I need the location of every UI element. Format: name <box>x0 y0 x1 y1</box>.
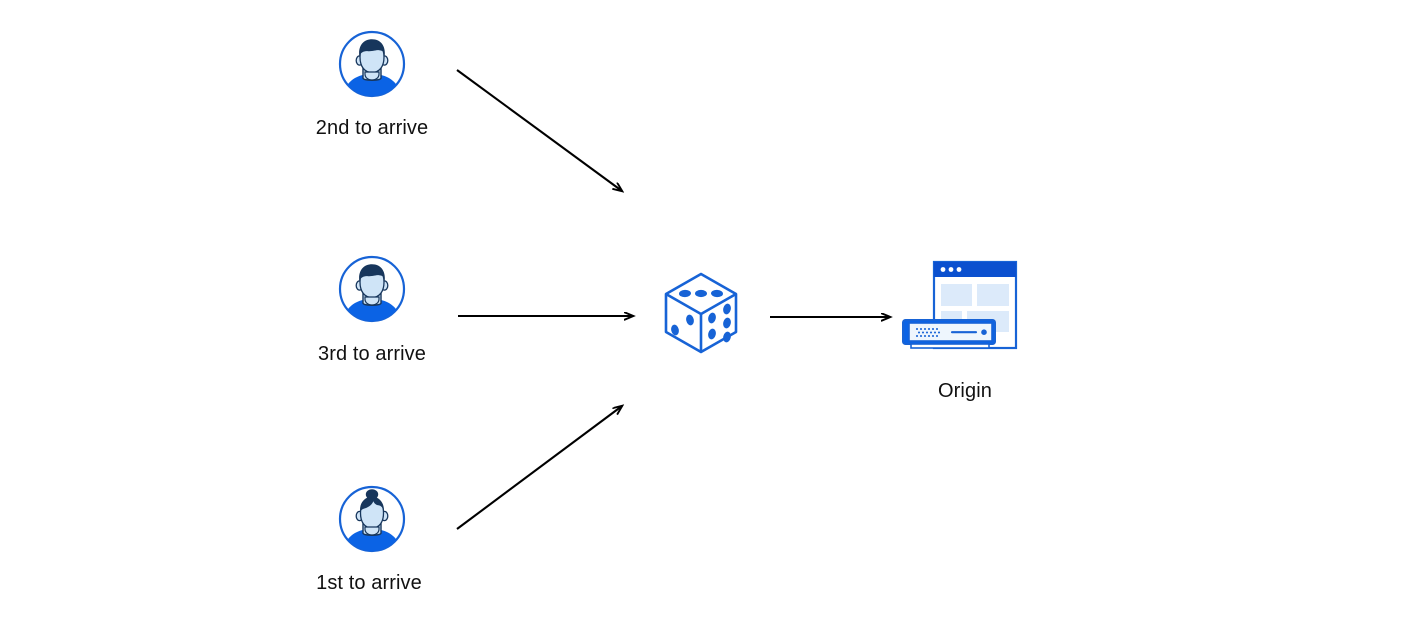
origin-label: Origin <box>938 380 992 402</box>
avatar[interactable] <box>336 483 408 555</box>
dice-icon <box>664 272 738 354</box>
avatar[interactable] <box>336 253 408 325</box>
arrow-1st-to-balancer <box>456 406 622 530</box>
load-balancer-node[interactable] <box>658 268 744 358</box>
client-label-3rd: 3rd to arrive <box>317 343 426 365</box>
browser-window-icon <box>932 260 1018 350</box>
client-label-2nd: 2nd to arrive <box>315 117 429 139</box>
avatar[interactable] <box>336 28 408 100</box>
client-label-1st: 1st to arrive <box>316 572 422 594</box>
origin-icon-wrap[interactable] <box>898 258 1018 358</box>
server-device-icon <box>902 319 996 349</box>
origin-server-icon <box>902 260 1018 350</box>
user-avatar-short-hair-icon <box>338 30 406 98</box>
user-avatar-short-hair-icon <box>338 255 406 323</box>
user-avatar-bun-hair-icon <box>338 485 406 553</box>
